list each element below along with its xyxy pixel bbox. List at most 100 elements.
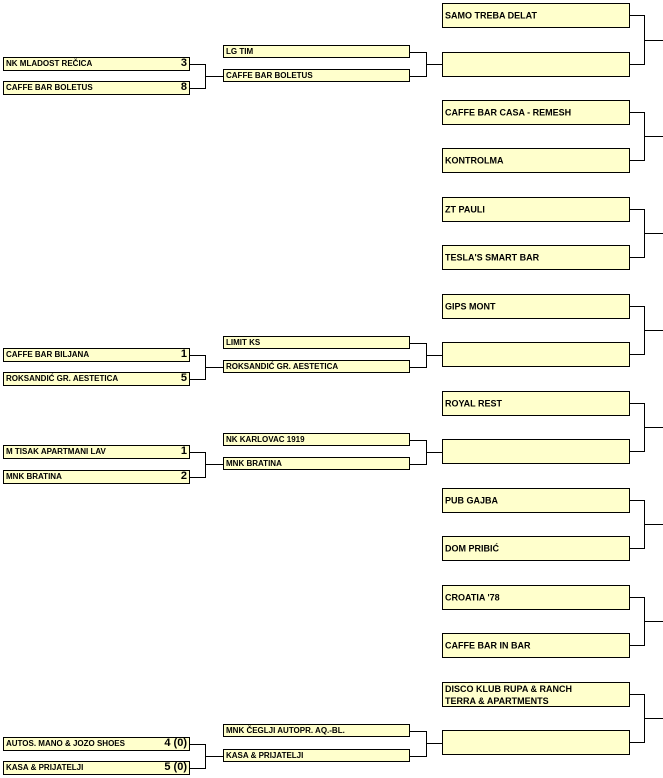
connector-line — [630, 160, 645, 161]
team-score: 5 (0) — [164, 761, 187, 773]
round3-entry[interactable] — [442, 342, 630, 367]
round3-entry[interactable]: CAFFE BAR CASA - REMESH — [442, 100, 630, 125]
round3-entry[interactable]: DOM PRIBIĆ — [442, 536, 630, 561]
team-name: LG TIM — [226, 47, 254, 56]
connector-line — [426, 731, 427, 757]
round1-entry[interactable]: M TISAK APARTMANI LAV 1 — [3, 445, 190, 459]
round2-entry[interactable]: MNK BRATINA — [223, 457, 410, 470]
connector-line — [630, 15, 645, 16]
team-name: CAFFE BAR IN BAR — [445, 640, 531, 650]
team-name: CAFFE BAR BOLETUS — [6, 83, 93, 92]
round3-entry[interactable]: DISCO KLUB RUPA & RANCH TERRA & APARTMEN… — [442, 682, 630, 707]
connector-line — [190, 477, 206, 478]
connector-line — [630, 742, 645, 743]
team-name: AUTOS. MANO & JOZO SHOES — [6, 739, 125, 748]
team-name: MNK BRATINA — [226, 459, 282, 468]
connector-line — [205, 756, 223, 757]
connector-line — [644, 40, 663, 41]
connector-line — [630, 354, 645, 355]
team-name: MNK ČEGLJI AUTOPR. AQ.-BL. — [226, 726, 345, 735]
round2-entry[interactable]: LG TIM — [223, 45, 410, 58]
round3-entry[interactable]: CAFFE BAR IN BAR — [442, 633, 630, 658]
team-score: 1 — [180, 445, 187, 457]
round3-entry[interactable]: TESLA'S SMART BAR — [442, 245, 630, 270]
round1-entry[interactable]: KASA & PRIJATELJI 5 (0) — [3, 761, 190, 775]
connector-line — [630, 500, 645, 501]
round3-entry[interactable] — [442, 730, 630, 755]
connector-line — [644, 524, 663, 525]
team-score: 8 — [180, 81, 187, 93]
round3-entry[interactable]: PUB GAJBA — [442, 488, 630, 513]
connector-line — [630, 64, 645, 65]
connector-line — [410, 367, 427, 368]
connector-line — [410, 343, 427, 344]
team-name: ROKSANDIĆ GR. AESTETICA — [6, 374, 119, 383]
round3-entry[interactable]: CROATIA '78 — [442, 585, 630, 610]
team-name: KASA & PRIJATELJI — [226, 751, 304, 760]
connector-line — [410, 731, 427, 732]
round3-entry[interactable]: ZT PAULI — [442, 197, 630, 222]
connector-line — [630, 645, 645, 646]
team-name: DOM PRIBIĆ — [445, 543, 499, 553]
round3-entry[interactable] — [442, 439, 630, 464]
connector-line — [630, 548, 645, 549]
round3-entry[interactable] — [442, 52, 630, 77]
team-name: KASA & PRIJATELJI — [6, 763, 84, 772]
team-name: SAMO TREBA DELAT — [445, 10, 537, 20]
connector-line — [644, 718, 663, 719]
round2-entry[interactable]: KASA & PRIJATELJI — [223, 749, 410, 762]
connector-line — [410, 52, 427, 53]
round3-entry[interactable]: SAMO TREBA DELAT — [442, 3, 630, 28]
round2-entry[interactable]: LIMIT KS — [223, 336, 410, 349]
team-name: NK MLADOST REČICA — [6, 59, 93, 68]
connector-line — [426, 355, 442, 356]
team-score: 5 — [180, 372, 187, 384]
round3-entry[interactable]: GIPS MONT — [442, 294, 630, 319]
team-name: CROATIA '78 — [445, 592, 500, 602]
round1-entry[interactable]: AUTOS. MANO & JOZO SHOES 4 (0) — [3, 737, 190, 751]
round2-entry[interactable]: MNK ČEGLJI AUTOPR. AQ.-BL. — [223, 724, 410, 737]
connector-line — [630, 451, 645, 452]
connector-line — [426, 743, 442, 744]
connector-line — [426, 64, 442, 65]
connector-line — [190, 88, 206, 89]
connector-line — [205, 367, 223, 368]
connector-line — [205, 464, 223, 465]
team-name: KONTROLMA — [445, 155, 504, 165]
connector-line — [190, 64, 206, 65]
team-score: 1 — [180, 348, 187, 360]
connector-line — [644, 136, 663, 137]
round1-entry[interactable]: CAFFE BAR BOLETUS 8 — [3, 81, 190, 95]
team-name: PUB GAJBA — [445, 495, 499, 505]
team-name: NK KARLOVAC 1919 — [226, 435, 305, 444]
round1-entry[interactable]: NK MLADOST REČICA 3 — [3, 57, 190, 71]
connector-line — [644, 233, 663, 234]
round2-entry[interactable]: NK KARLOVAC 1919 — [223, 433, 410, 446]
round1-entry[interactable]: ROKSANDIĆ GR. AESTETICA 5 — [3, 372, 190, 386]
round2-entry[interactable]: ROKSANDIĆ GR. AESTETICA — [223, 360, 410, 373]
connector-line — [644, 427, 663, 428]
team-score: 2 — [180, 470, 187, 482]
team-name: ZT PAULI — [445, 204, 485, 214]
connector-line — [410, 76, 427, 77]
round3-entry[interactable]: ROYAL REST — [442, 391, 630, 416]
round1-entry[interactable]: CAFFE BAR BILJANA 1 — [3, 348, 190, 362]
round3-entry[interactable]: KONTROLMA — [442, 148, 630, 173]
team-score: 4 (0) — [164, 737, 187, 749]
team-name: TESLA'S SMART BAR — [445, 252, 540, 262]
team-name: LIMIT KS — [226, 338, 261, 347]
connector-line — [630, 257, 645, 258]
team-name: GIPS MONT — [445, 301, 496, 311]
round2-entry[interactable]: CAFFE BAR BOLETUS — [223, 69, 410, 82]
connector-line — [630, 112, 645, 113]
connector-line — [644, 621, 663, 622]
round1-entry[interactable]: MNK BRATINA 2 — [3, 470, 190, 484]
team-score: 3 — [180, 57, 187, 69]
connector-line — [426, 452, 442, 453]
team-name: CAFFE BAR BILJANA — [6, 350, 90, 359]
connector-line — [630, 597, 645, 598]
connector-line — [190, 768, 206, 769]
connector-line — [410, 440, 427, 441]
team-name: CAFFE BAR CASA - REMESH — [445, 107, 572, 117]
